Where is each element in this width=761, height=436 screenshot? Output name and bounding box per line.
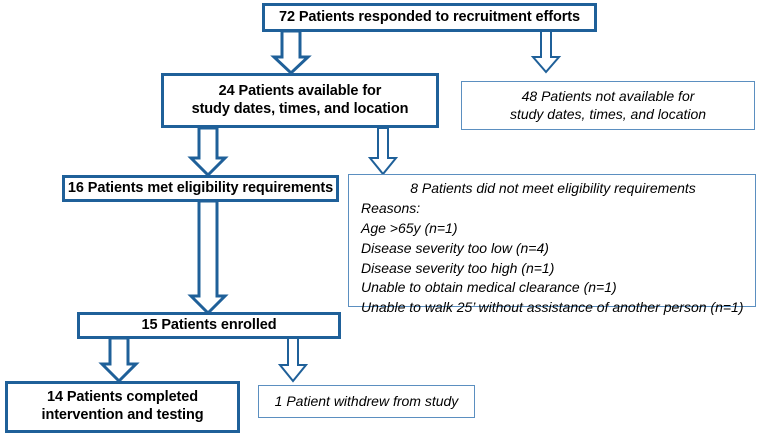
arrow-enrolled-to-withdrew	[277, 337, 309, 383]
arrow-enrolled-to-completed	[98, 336, 140, 384]
node-completed[interactable]: 14 Patients completed intervention and t…	[5, 381, 240, 433]
not-eligible-reasons-label: Reasons:	[361, 199, 421, 216]
node-not-available-line2: study dates, times, and location	[509, 105, 707, 122]
arrow-eligible-to-enrolled	[187, 199, 229, 316]
node-available-line1: 24 Patients available for	[218, 82, 382, 99]
not-eligible-reason-1: Age >65y (n=1)	[361, 219, 458, 236]
node-withdrew[interactable]: 1 Patient withdrew from study	[258, 385, 475, 418]
not-eligible-reason-2: Disease severity too low (n=4)	[361, 239, 549, 256]
node-eligible-label: 16 Patients met eligibility requirements	[67, 179, 334, 196]
node-completed-line2: intervention and testing	[41, 407, 204, 423]
not-eligible-title: 8 Patients did not meet eligibility requ…	[410, 180, 696, 196]
arrow-responded-to-not-available	[530, 30, 562, 74]
node-completed-line1: 14 Patients completed	[46, 389, 198, 406]
not-eligible-reason-3: Disease severity too high (n=1)	[361, 259, 555, 276]
node-eligible[interactable]: 16 Patients met eligibility requirements	[62, 175, 339, 202]
not-eligible-reason-4: Unable to obtain medical clearance (n=1)	[361, 279, 617, 296]
node-enrolled[interactable]: 15 Patients enrolled	[77, 312, 341, 339]
node-not-available-line1: 48 Patients not available for	[521, 88, 695, 105]
node-not-available[interactable]: 48 Patients not available for study date…	[461, 81, 755, 130]
node-responded-label: 72 Patients responded to recruitment eff…	[279, 8, 580, 25]
node-available-line2: study dates, times, and location	[191, 100, 409, 117]
node-available[interactable]: 24 Patients available for study dates, t…	[161, 73, 439, 128]
arrow-available-to-not-eligible	[367, 127, 399, 176]
node-enrolled-label: 15 Patients enrolled	[141, 316, 277, 333]
arrow-responded-to-available	[270, 29, 312, 76]
not-eligible-content: 8 Patients did not meet eligibility requ…	[349, 175, 755, 322]
node-withdrew-label: 1 Patient withdrew from study	[274, 392, 459, 409]
node-not-eligible[interactable]: 8 Patients did not meet eligibility requ…	[348, 174, 756, 315]
node-responded[interactable]: 72 Patients responded to recruitment eff…	[262, 3, 597, 32]
not-eligible-reason-5: Unable to walk 25’ without assistance of…	[361, 299, 744, 316]
arrow-available-to-eligible	[187, 126, 229, 178]
